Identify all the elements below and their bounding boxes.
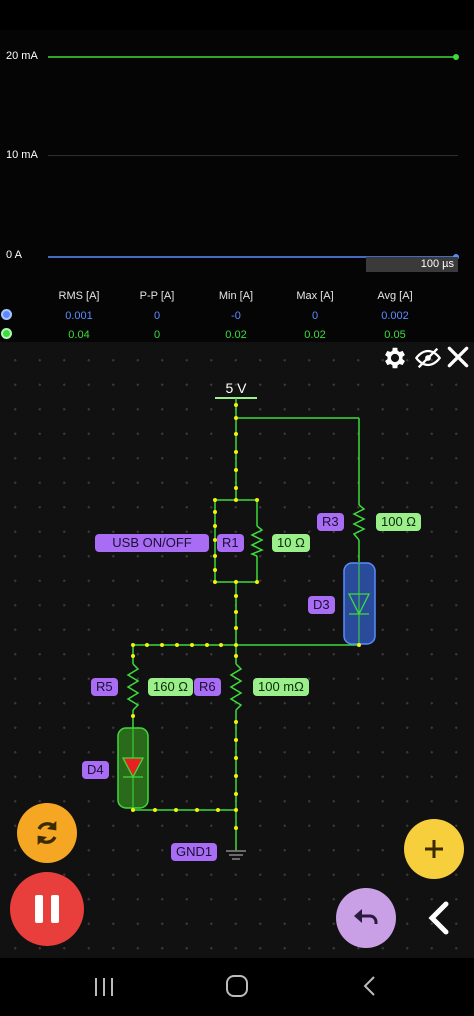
header-pp: P-P [A] [139, 290, 175, 302]
r6-value[interactable]: 100 mΩ [253, 678, 309, 696]
green-pp: 0 [153, 329, 161, 341]
header-rms: RMS [A] [58, 290, 100, 302]
green-avg: 0.05 [384, 329, 406, 341]
r5-value[interactable]: 160 Ω [148, 678, 194, 696]
supply-label[interactable]: 5 V [225, 380, 247, 396]
y-axis-label-mid: 10 mA [6, 149, 38, 161]
blue-pp: 0 [153, 310, 161, 322]
eye-off-icon[interactable] [414, 344, 442, 376]
refresh-icon [37, 821, 57, 845]
trace-end-marker-green [453, 54, 459, 60]
blue-avg: 0.002 [381, 310, 409, 322]
pause-button[interactable] [10, 872, 84, 946]
reset-button[interactable] [17, 803, 77, 863]
series-indicator-green[interactable] [1, 328, 12, 339]
series-indicator-blue[interactable] [1, 309, 12, 320]
close-icon[interactable] [445, 344, 471, 374]
r5-label[interactable]: R5 [91, 678, 118, 696]
add-button[interactable] [404, 819, 464, 879]
undo-button[interactable] [336, 888, 396, 948]
blue-min: -0 [231, 310, 241, 322]
r1-symbol [249, 525, 264, 557]
gear-icon[interactable] [381, 344, 409, 376]
d3-label[interactable]: D3 [308, 596, 335, 614]
recent-apps-button[interactable] [92, 976, 116, 998]
oscilloscope-panel[interactable]: 20 mA 10 mA 0 A 100 µs [0, 30, 474, 342]
r1-value[interactable]: 10 Ω [272, 534, 310, 552]
y-axis-label-zero: 0 A [6, 249, 22, 261]
header-max: Max [A] [296, 290, 334, 302]
r1-label[interactable]: R1 [217, 534, 244, 552]
system-nav-bar [0, 958, 474, 1016]
green-rms: 0.04 [68, 329, 90, 341]
r3-label[interactable]: R3 [317, 513, 344, 531]
green-max: 0.02 [304, 329, 326, 341]
chevron-left-icon [428, 901, 449, 935]
time-scale-label: 100 µs [366, 257, 458, 272]
back-chevron-button[interactable] [424, 900, 454, 936]
grid-line-mid [48, 155, 458, 156]
green-min: 0.02 [225, 329, 247, 341]
r5-symbol [126, 663, 140, 711]
header-min: Min [A] [218, 290, 254, 302]
measurement-table: RMS [A] P-P [A] Min [A] Max [A] Avg [A] … [0, 288, 474, 342]
blue-rms: 0.001 [65, 310, 93, 322]
ground-label[interactable]: GND1 [171, 843, 218, 861]
undo-icon [354, 909, 378, 924]
d4-label[interactable]: D4 [82, 761, 109, 779]
ground-symbol [226, 850, 246, 860]
header-avg: Avg [A] [377, 290, 413, 302]
circuit-wiring [117, 397, 376, 860]
home-button[interactable] [225, 974, 249, 998]
r6-label[interactable]: R6 [194, 678, 221, 696]
r3-symbol [352, 504, 366, 541]
r6-symbol [229, 663, 243, 711]
system-back-button[interactable] [358, 974, 382, 998]
plus-icon [425, 840, 443, 858]
r3-value[interactable]: 100 Ω [376, 513, 422, 531]
pause-icon [35, 895, 59, 923]
blue-max: 0 [311, 310, 319, 322]
usb-switch-label[interactable]: USB ON/OFF [95, 534, 209, 552]
y-axis-label-top: 20 mA [6, 50, 38, 62]
